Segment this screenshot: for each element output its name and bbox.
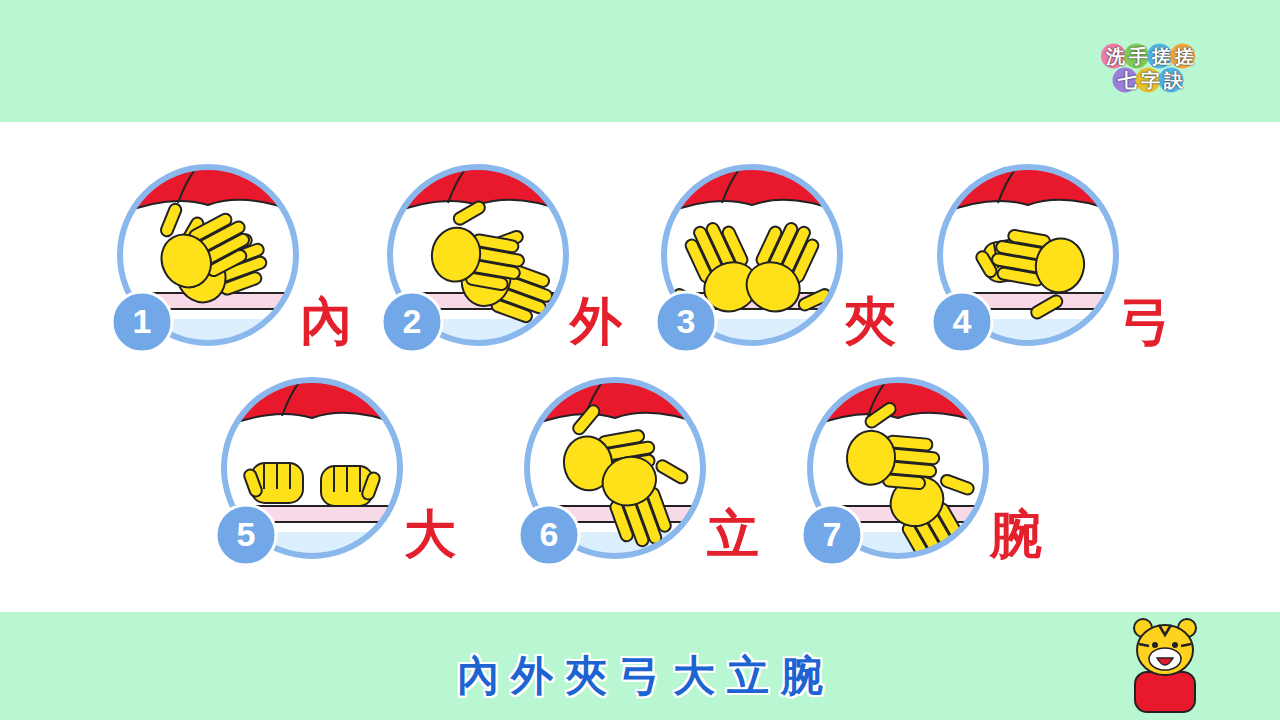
circle-outline (940, 167, 1116, 343)
number-badge (112, 292, 172, 352)
step-circle: 3夾 (661, 164, 843, 346)
step-number: 2 (403, 303, 422, 340)
number-badge (802, 505, 862, 565)
circle-outline (527, 380, 703, 556)
step-picture (933, 155, 1123, 359)
step-circle: 2外 (387, 164, 569, 346)
step-keyword: 立 (707, 506, 759, 563)
step-circle: 1內 (117, 164, 299, 346)
step-number: 7 (823, 516, 842, 553)
circle-outline (664, 167, 840, 343)
number-badge (519, 505, 579, 565)
step-picture (383, 155, 573, 359)
circle-outline (810, 380, 986, 556)
number-badge (932, 292, 992, 352)
step-number: 1 (133, 303, 152, 340)
step-keyword: 夾 (844, 293, 896, 350)
step-circle: 6立 (524, 377, 706, 559)
step-number: 5 (237, 516, 256, 553)
step-keyword: 外 (570, 293, 622, 350)
step-number: 6 (540, 516, 559, 553)
circle-outline (390, 167, 566, 343)
step-number: 3 (677, 303, 696, 340)
step-keyword: 腕 (990, 506, 1042, 563)
step-keyword: 弓 (1120, 293, 1172, 350)
circle-outline (120, 167, 296, 343)
circle-outline (224, 380, 400, 556)
step-circle: 7腕 (807, 377, 989, 559)
step-picture (649, 155, 855, 359)
bottom-band (0, 612, 1280, 720)
step-circle: 4弓 (937, 164, 1119, 346)
step-picture (217, 368, 407, 572)
step-circle: 5大 (221, 377, 403, 559)
step-keyword: 內 (300, 293, 352, 350)
step-keyword: 大 (404, 506, 456, 563)
number-badge (656, 292, 716, 352)
number-badge (382, 292, 442, 352)
caption: 內外夾弓大立腕 (457, 648, 835, 704)
step-number: 4 (953, 303, 972, 340)
step-picture (803, 368, 1002, 574)
step-picture (113, 155, 303, 359)
number-badge (216, 505, 276, 565)
logo-title: 洗手搓搓 七字訣 (1102, 44, 1202, 92)
top-band (0, 0, 1280, 122)
step-picture (520, 368, 710, 572)
tiger-mascot (1134, 619, 1196, 712)
